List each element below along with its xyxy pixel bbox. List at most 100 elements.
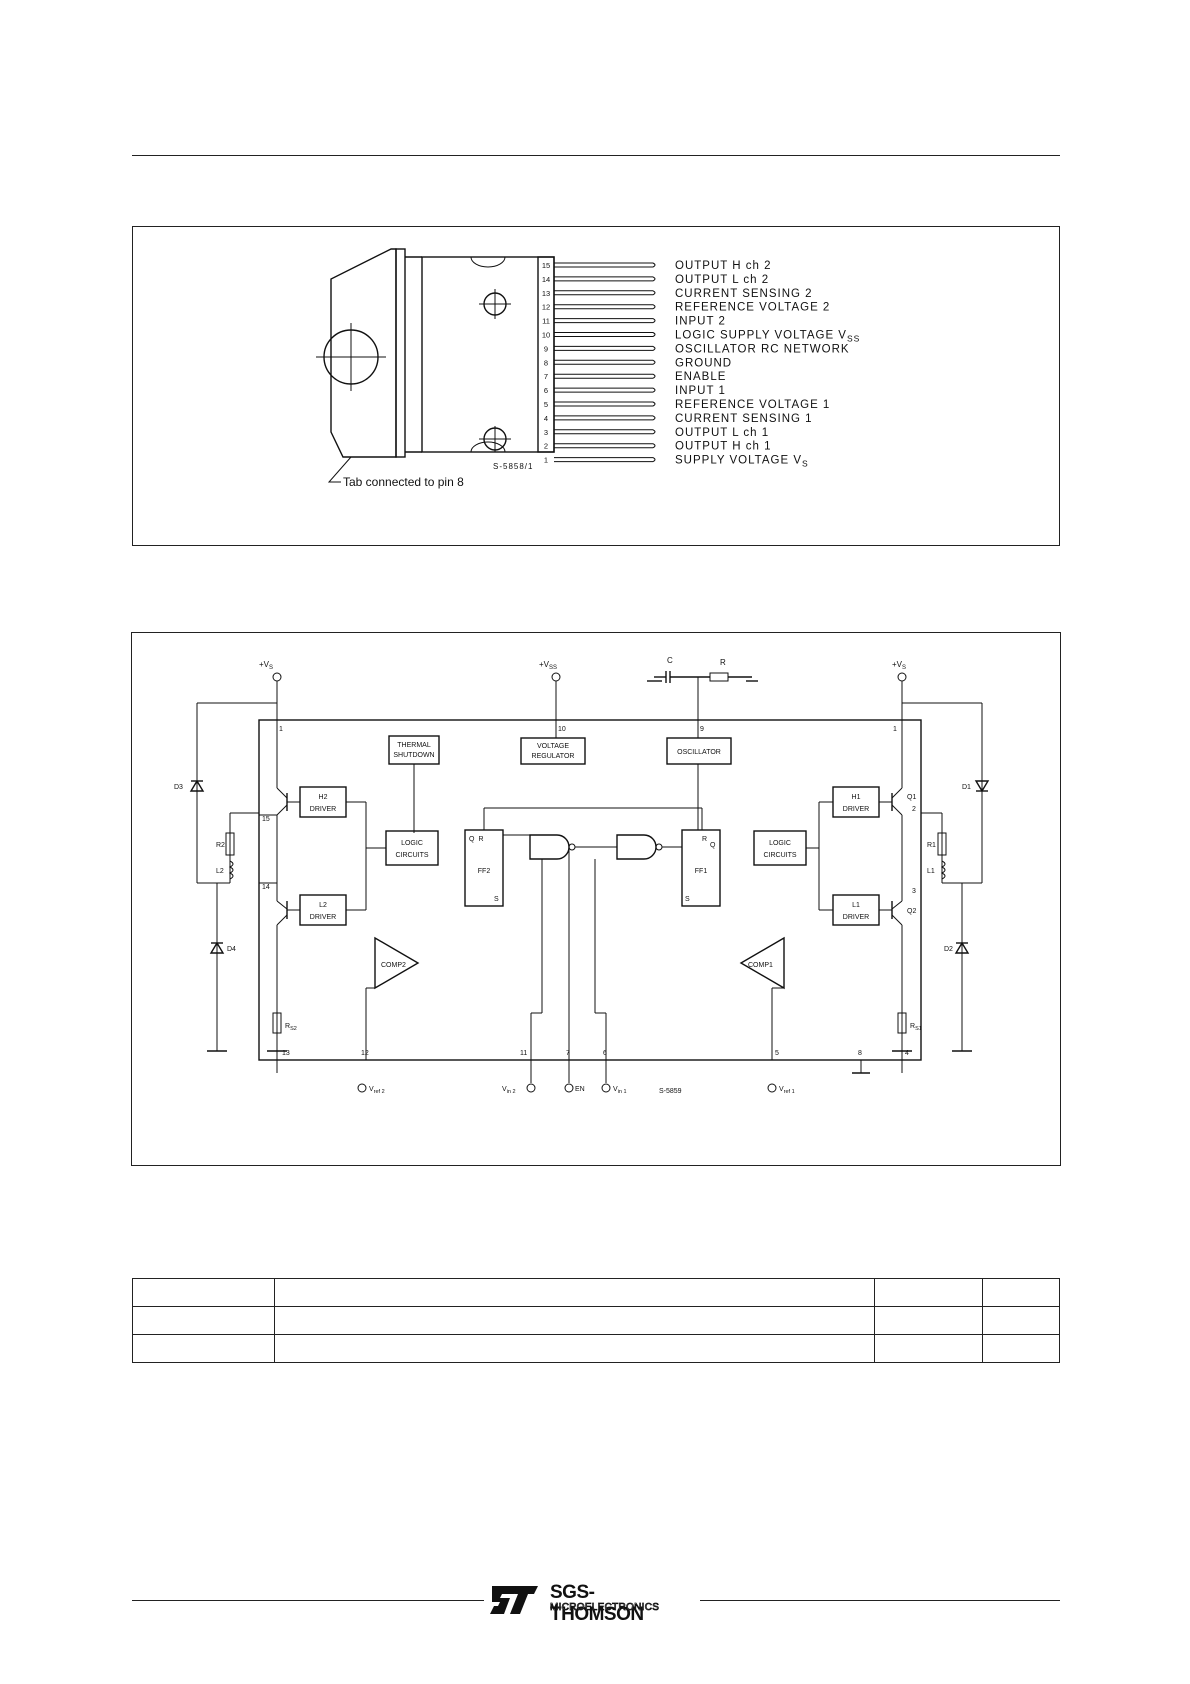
table-cell	[874, 1278, 984, 1307]
pin-number: 13	[542, 289, 550, 298]
pin-number: 2	[544, 442, 548, 451]
svg-text:REGULATOR: REGULATOR	[532, 753, 575, 760]
pin-number: 11	[542, 317, 550, 326]
pin-label: CURRENT SENSING 2	[675, 288, 813, 300]
pin-number: 6	[544, 386, 548, 395]
pin-label: OUTPUT H ch 1	[675, 441, 772, 453]
pin-label: REFERENCE VOLTAGE 1	[675, 399, 830, 411]
nand-gate-2	[529, 834, 570, 860]
pin-lead	[554, 429, 656, 435]
logo-sub: MICROELECTRONICS	[550, 1602, 660, 1614]
pin-label: OUTPUT L ch 1	[675, 427, 769, 439]
pin-number: 5	[544, 400, 548, 409]
svg-text:LOGIC: LOGIC	[401, 840, 423, 847]
svg-text:H2: H2	[319, 794, 328, 801]
footer-rule-left	[132, 1600, 484, 1601]
pin-label: REFERENCE VOLTAGE 2	[675, 302, 830, 314]
svg-text:FF1: FF1	[695, 868, 708, 875]
en-terminal	[564, 1083, 574, 1093]
pin-lead	[554, 457, 656, 463]
pin-label: OUTPUT H ch 2	[675, 260, 772, 272]
table-cell	[273, 1334, 876, 1363]
svg-text:13: 13	[282, 1050, 290, 1057]
svg-text:Vin 1: Vin 1	[613, 1086, 627, 1095]
svg-text:8: 8	[858, 1050, 862, 1057]
table-row	[132, 1306, 1060, 1335]
table-cell	[132, 1334, 275, 1363]
svg-text:R1: R1	[927, 842, 936, 849]
pin-lead	[554, 332, 656, 337]
svg-text:6: 6	[603, 1050, 607, 1057]
svg-text:DRIVER: DRIVER	[843, 806, 869, 813]
pin-lead	[554, 262, 656, 268]
vs-left-terminal	[272, 672, 282, 682]
pin-lead	[554, 290, 656, 296]
svg-text:14: 14	[262, 884, 270, 891]
package-step	[395, 248, 406, 458]
footer-rule-right	[700, 1600, 1060, 1601]
r2-resistor	[225, 832, 235, 856]
d2-diode	[954, 941, 970, 954]
pin-number: 3	[544, 428, 548, 437]
svg-text:1: 1	[279, 726, 283, 733]
svg-text:+VSS: +VSS	[539, 660, 557, 671]
svg-text:D3: D3	[174, 784, 183, 791]
svg-text:DRIVER: DRIVER	[310, 914, 336, 921]
svg-text:D1: D1	[962, 784, 971, 791]
pin-label: SUPPLY VOLTAGE VS	[675, 455, 809, 469]
svg-text:15: 15	[262, 816, 270, 823]
svg-text:Vref 1: Vref 1	[779, 1086, 795, 1095]
pin-lead	[554, 387, 656, 393]
vin1-terminal	[601, 1083, 611, 1093]
block-diagram-figure: +VS +VSS +VS C R THERMAL SHUTDOWN VOLTAG…	[131, 632, 1061, 1166]
svg-text:3: 3	[912, 888, 916, 895]
svg-text:EN: EN	[575, 1086, 585, 1093]
pin-label: OSCILLATOR RC NETWORK	[675, 343, 850, 355]
svg-text:12: 12	[361, 1050, 369, 1057]
pin-number: 7	[544, 372, 548, 381]
r1-resistor	[937, 832, 947, 856]
pin-lead	[554, 318, 656, 324]
logic-circuits-1	[753, 830, 807, 866]
svg-text:SHUTDOWN: SHUTDOWN	[393, 752, 434, 759]
pin-number: 10	[542, 331, 550, 340]
st-logo-icon	[490, 1586, 538, 1614]
svg-text:RS2: RS2	[285, 1023, 297, 1032]
svg-text:C: C	[667, 656, 673, 665]
svg-text:D4: D4	[227, 946, 236, 953]
pin-number: 8	[544, 358, 548, 367]
heat-tab	[330, 248, 397, 458]
svg-text:RS1: RS1	[910, 1023, 922, 1032]
pin-label: CURRENT SENSING 1	[675, 413, 813, 425]
pin-label: LOGIC SUPPLY VOLTAGE VSS	[675, 330, 860, 344]
svg-text:4: 4	[905, 1050, 909, 1057]
svg-text:2: 2	[912, 806, 916, 813]
table-cell	[982, 1334, 1060, 1363]
svg-text:THERMAL: THERMAL	[397, 742, 431, 749]
svg-text:D2: D2	[944, 946, 953, 953]
table-cell	[132, 1306, 275, 1335]
table-cell	[874, 1334, 984, 1363]
parameter-table	[132, 1278, 1060, 1363]
svg-text:DRIVER: DRIVER	[310, 806, 336, 813]
tab-note: Tab connected to pin 8	[343, 475, 464, 489]
comp1	[739, 936, 785, 990]
table-row	[132, 1278, 1060, 1307]
svg-text:Vref 2: Vref 2	[369, 1086, 385, 1095]
ff1-block	[681, 829, 721, 907]
svg-text:R: R	[702, 836, 707, 843]
svg-text:Q2: Q2	[907, 908, 916, 915]
vss-terminal	[551, 672, 561, 682]
svg-text:7: 7	[566, 1050, 570, 1057]
svg-text:5: 5	[775, 1050, 779, 1057]
svg-text:11: 11	[520, 1050, 527, 1057]
svg-text:Vin 2: Vin 2	[502, 1086, 516, 1095]
pin-number: 15	[542, 261, 550, 270]
pin-label: GROUND	[675, 357, 732, 369]
pin-number: 1	[544, 456, 548, 465]
svg-text:+VS: +VS	[259, 660, 273, 671]
comp2	[374, 936, 420, 990]
logic-circuits-2	[385, 830, 439, 866]
pin-number: 12	[542, 303, 550, 312]
